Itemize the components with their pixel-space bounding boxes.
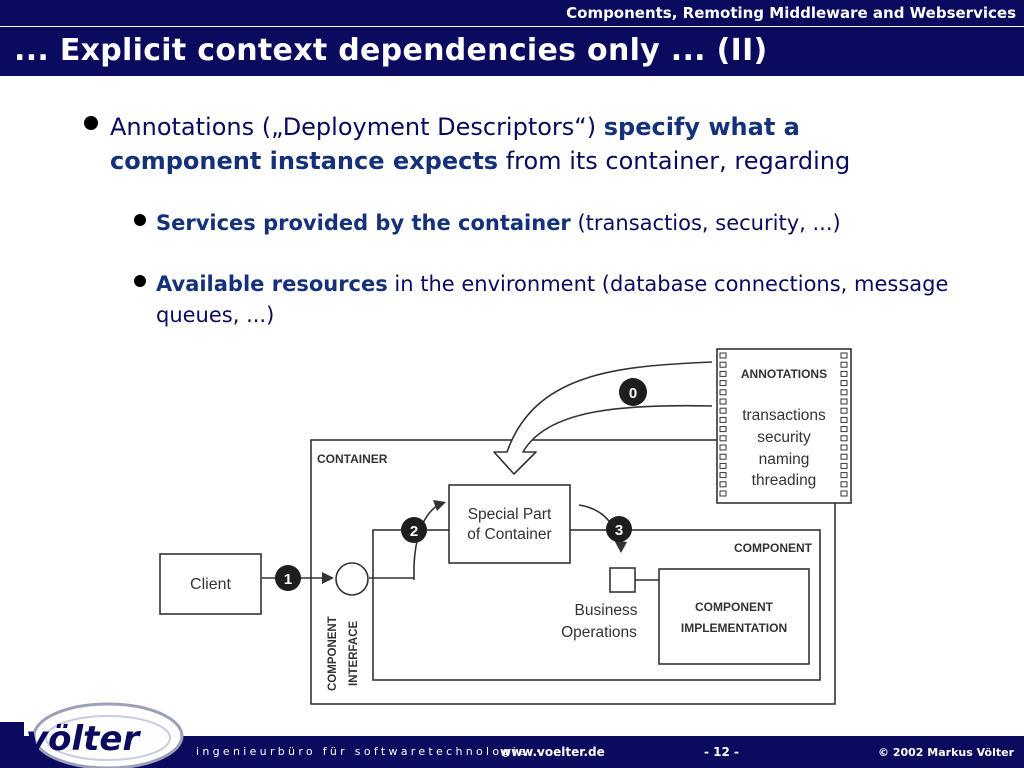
sub-bullet-dot [134,214,146,226]
step-2-badge [401,517,427,543]
sprocket-hole [840,435,848,442]
sprocket-hole [719,490,727,497]
footer-url[interactable]: www.voelter.de [500,745,605,759]
logo-wordmark: völter [26,719,141,759]
annotation-item: transactions [742,407,826,424]
annotations-title: ANNOTATIONS [741,367,827,381]
sprocket-hole [719,380,727,387]
special-part-line2: of Container [467,526,551,543]
sprocket-hole [719,472,727,479]
component-interface-line1: COMPONENT [327,616,339,691]
sub-bullet-services-bold: Services provided by the container [156,211,571,235]
step-3-arrow-head [614,540,627,553]
business-ops-line2: Operations [561,624,637,641]
slide-header [0,0,1024,76]
client-box [159,553,262,615]
sprocket-hole [840,426,848,433]
special-part-line1: Special Part [468,506,552,523]
step-2-arrow-head [433,500,446,511]
sprocket-hole [840,398,848,405]
sprocket-hole [840,444,848,451]
sub-bullet-resources-bold: Available resources [156,272,388,296]
special-part-box [448,484,571,564]
sprocket-hole [840,407,848,414]
sprocket-hole [840,481,848,488]
bullet-annotations-bold-1: specify what a [603,113,800,141]
component-impl-line2: IMPLEMENTATION [681,621,787,635]
sprocket-hole [840,472,848,479]
sub-bullet-resources-tail: in the environment (database connections… [156,272,949,327]
business-ops-port [609,567,636,593]
sprocket-hole [719,444,727,451]
voelter-logo: völter [0,702,184,768]
sprocket-hole [840,453,848,460]
component-impl-box [658,568,810,665]
step-1-number: 1 [284,571,292,588]
step-2-number: 2 [410,523,418,540]
sub-bullet-resources: Available resources in the environment (… [156,269,1016,331]
client-label: Client [190,576,231,593]
step-3-badge [606,516,632,542]
slide-title: ... Explicit context dependencies only .… [14,33,768,68]
step-0-arrow [493,361,713,475]
sprocket-hole [719,481,727,488]
logo-block [0,722,24,752]
step-0-badge [619,378,647,406]
sprocket-hole [719,361,727,368]
annotation-item: naming [759,451,810,468]
document-sprocket-holes [719,352,848,497]
container-label: CONTAINER [317,452,388,466]
sprocket-hole [719,407,727,414]
business-ops-line1: Business [575,602,638,619]
bullet-annotations-tail: from its container, regarding [498,147,851,175]
annotation-item: threading [752,472,817,489]
annotations-document [716,348,852,504]
client-arrow-head [322,572,334,584]
logo-swoosh-inner [45,715,171,761]
sprocket-hole [719,435,727,442]
sprocket-hole [719,398,727,405]
bullet-annotations: Annotations („Deployment Descriptors“) s… [110,110,1010,178]
sprocket-hole [840,490,848,497]
component-interface-line2: INTERFACE [348,621,360,687]
sprocket-hole [840,462,848,469]
step-3-number: 3 [615,522,623,539]
footer-tagline: ingenieurbüro für softwaretechnologie · [196,745,543,758]
sprocket-hole [719,426,727,433]
sub-bullet-services: Services provided by the container (tran… [156,208,1016,238]
header-divider [0,26,1024,27]
sprocket-hole [719,389,727,396]
interface-circle [335,562,369,596]
bullet-annotations-lead: Annotations („Deployment Descriptors“) [110,113,604,141]
sprocket-hole [719,352,727,359]
sub-bullet-services-tail: (transactios, security, ...) [570,211,841,235]
sprocket-hole [719,462,727,469]
course-title: Components, Remoting Middleware and Webs… [566,4,1016,22]
annotation-item: security [757,429,811,446]
sprocket-hole [719,370,727,377]
page-number: - 12 - [704,745,740,759]
sprocket-hole [840,352,848,359]
bullet-annotations-bold-2: component instance expects [110,147,499,175]
sprocket-hole [840,361,848,368]
footer-copyright: © 2002 Markus Völter [878,746,1014,759]
component-impl-line1: COMPONENT [695,600,774,614]
sub-bullet-dot [134,275,146,287]
sprocket-hole [719,453,727,460]
sprocket-hole [840,370,848,377]
sprocket-hole [840,380,848,387]
sprocket-hole [840,416,848,423]
sprocket-hole [840,389,848,396]
bullet-dot [84,116,98,130]
step-0-number: 0 [629,385,637,402]
step-1-badge [275,565,301,591]
sprocket-hole [719,416,727,423]
component-label: COMPONENT [734,541,813,555]
